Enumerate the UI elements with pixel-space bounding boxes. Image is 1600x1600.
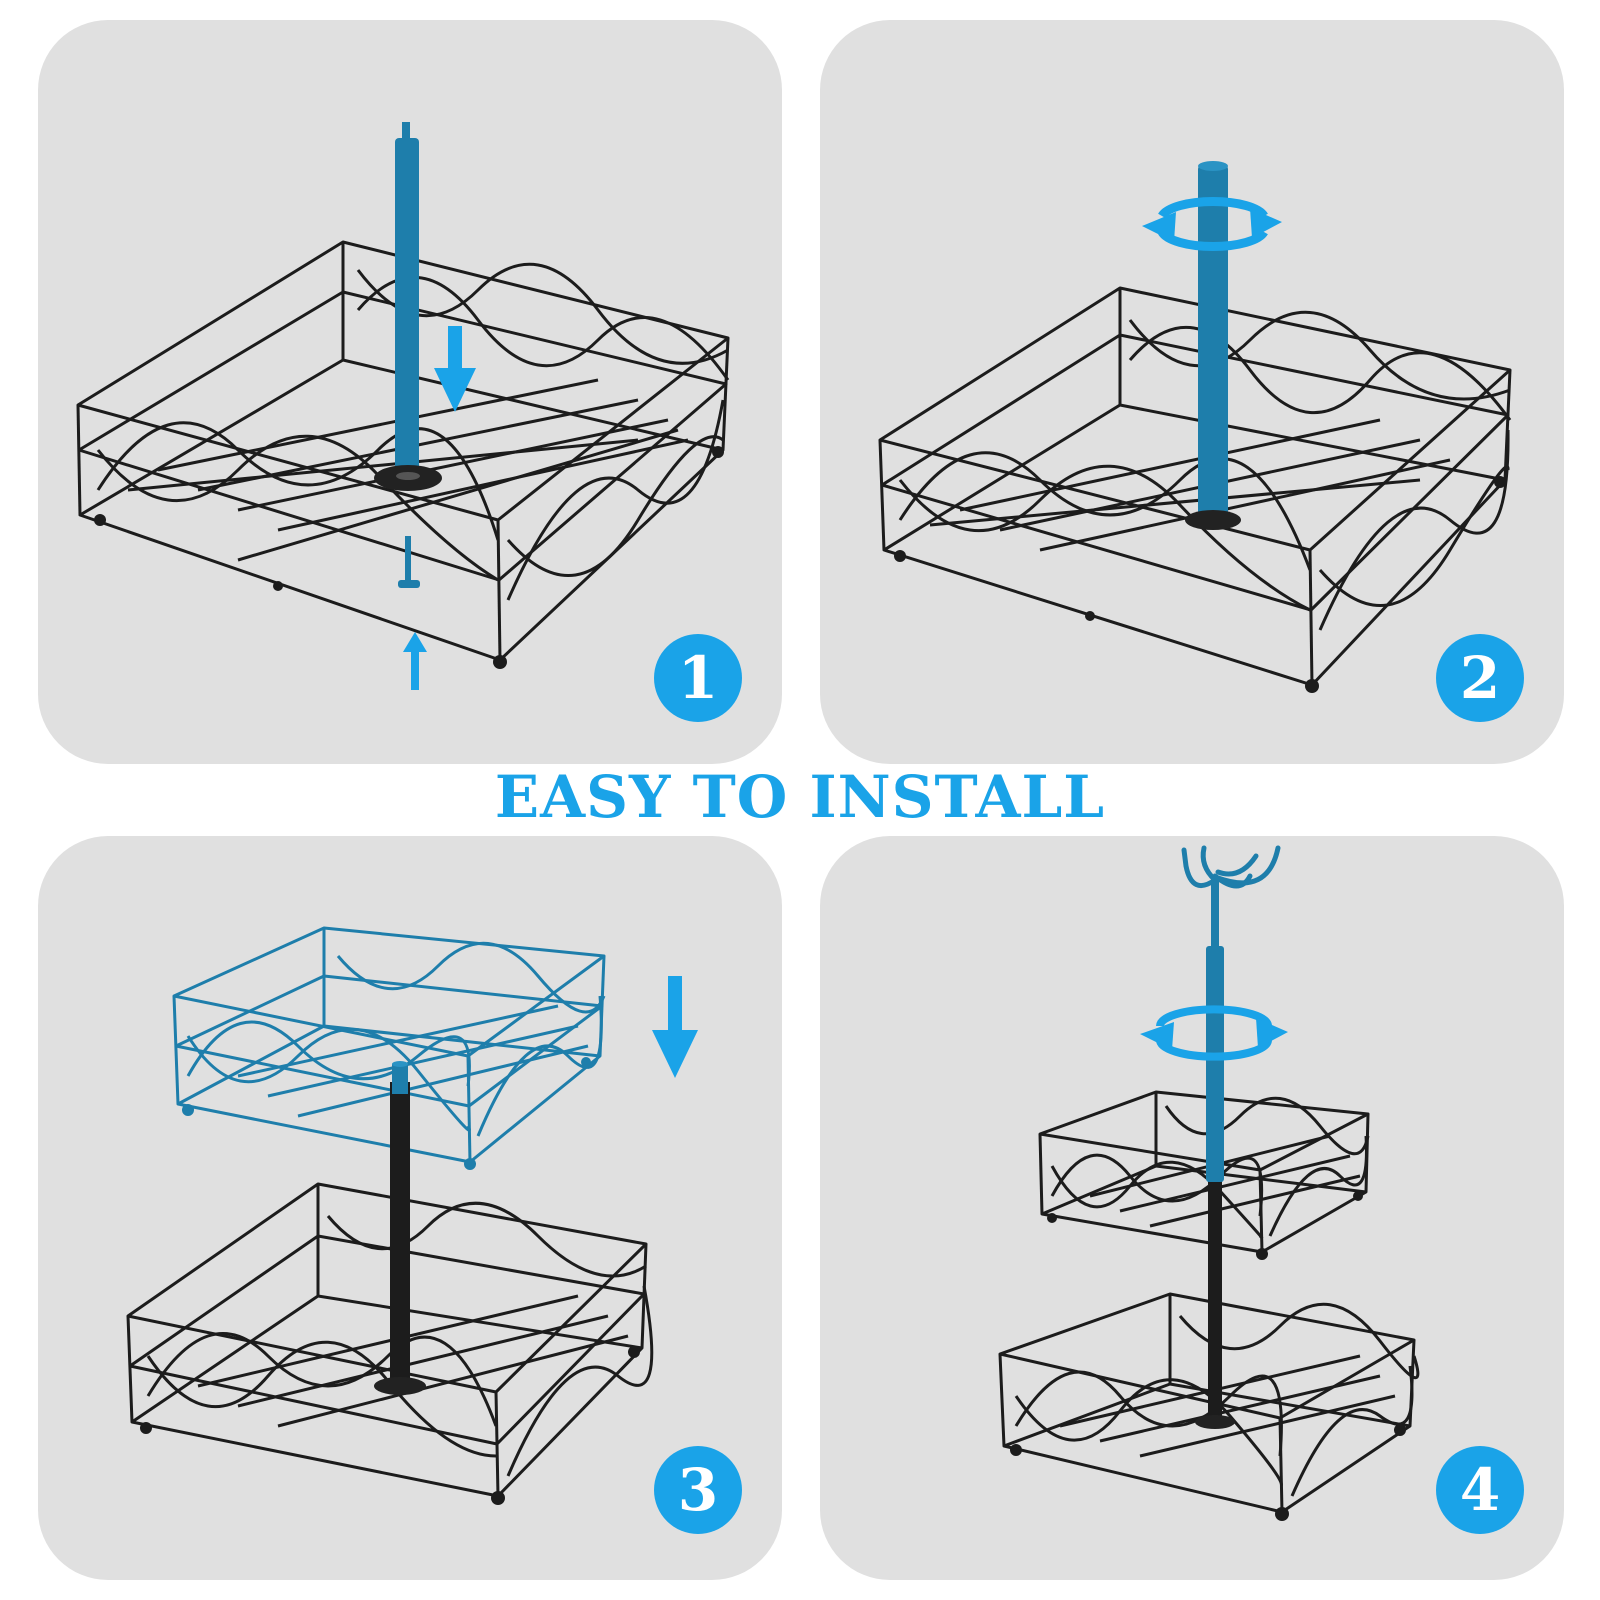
hanger-hooks-icon (1181, 845, 1281, 889)
step-2-panel: 2 (820, 20, 1564, 764)
upper-basket (172, 926, 606, 1164)
rotate-arrowheads (1140, 1018, 1288, 1050)
step-3-panel: 3 (38, 836, 782, 1580)
down-arrow-icon (434, 326, 476, 412)
step-number-badge: 4 (1436, 1446, 1524, 1534)
basket-feet (894, 476, 1506, 693)
wire-basket (878, 286, 1512, 687)
step-1-illustration (76, 122, 730, 690)
step-1-panel: 1 (38, 20, 782, 764)
step-3-illustration (126, 926, 698, 1505)
step-number-badge: 1 (654, 634, 742, 722)
center-pole (1195, 876, 1235, 1429)
center-pole (374, 122, 442, 588)
upper-basket-feet (1047, 1191, 1363, 1260)
lower-basket (998, 1292, 1420, 1514)
lower-basket (126, 1182, 654, 1498)
rotate-icon (1156, 1005, 1272, 1061)
upper-basket (1038, 1090, 1370, 1254)
up-arrow-icon (403, 632, 427, 690)
step-2-illustration (878, 161, 1512, 693)
center-pole (374, 1061, 426, 1395)
lower-basket-feet (140, 1346, 640, 1505)
step-4-panel: 4 (820, 836, 1564, 1580)
step-number-badge: 2 (1436, 634, 1524, 722)
basket-feet (94, 446, 724, 669)
upper-basket-feet (182, 1057, 591, 1170)
step-number-badge: 3 (654, 1446, 742, 1534)
center-pole (1185, 161, 1241, 530)
down-arrow-icon (652, 976, 698, 1078)
step-4-illustration (998, 845, 1420, 1521)
rotate-arrowheads (1142, 208, 1282, 242)
lower-basket-feet (1010, 1424, 1406, 1521)
headline: EASY TO INSTALL (494, 763, 1106, 831)
